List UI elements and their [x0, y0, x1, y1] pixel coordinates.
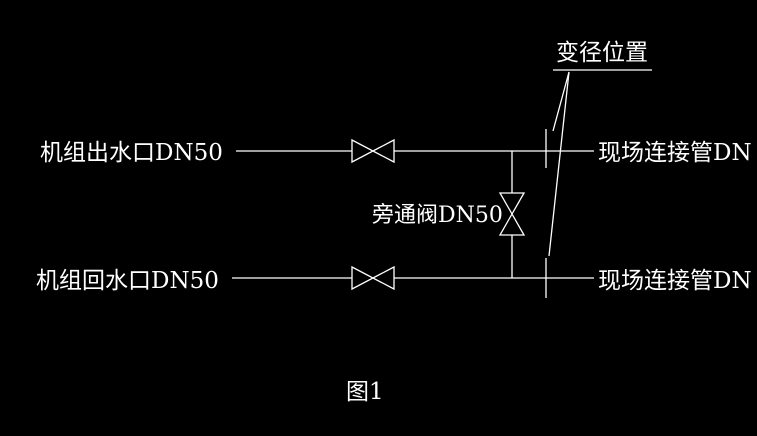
figure-caption: 图1 — [346, 379, 384, 405]
bypass-branch — [498, 151, 526, 278]
site-pipe-bottom-label: 现场连接管DN — [598, 268, 752, 294]
gate-valve-icon — [351, 138, 395, 164]
reducer-leader — [548, 69, 652, 257]
gate-valve-icon — [498, 192, 526, 236]
site-pipe-top-label: 现场连接管DN — [598, 140, 752, 166]
leader-line-top — [552, 71, 570, 132]
reducer-position-label: 变径位置 — [556, 40, 648, 66]
return-inlet-label: 机组回水口DN50 — [36, 268, 219, 294]
supply-outlet-label: 机组出水口DN50 — [40, 140, 223, 166]
gate-valve-icon — [351, 265, 395, 291]
bypass-valve-label: 旁通阀DN50 — [372, 203, 503, 228]
leader-line-bottom — [548, 71, 570, 257]
